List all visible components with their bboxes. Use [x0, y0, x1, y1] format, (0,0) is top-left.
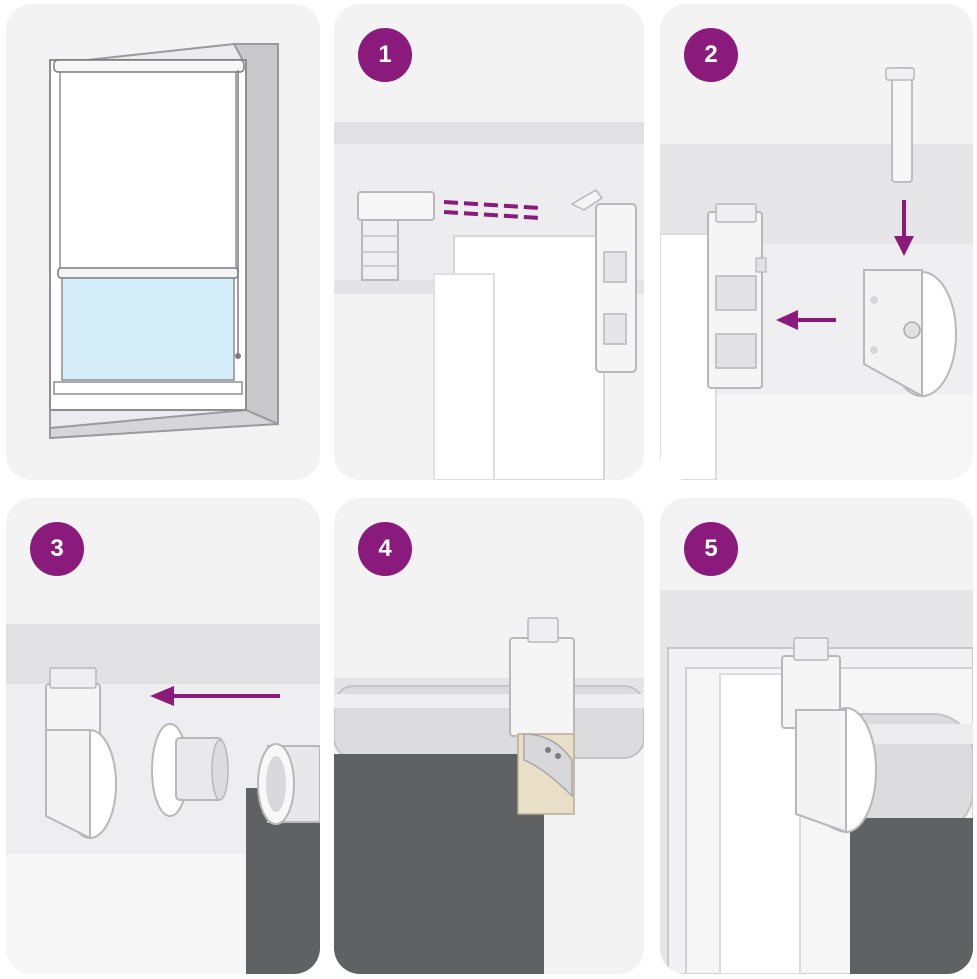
left-clip	[357, 191, 435, 281]
dashed-guide-line	[443, 200, 541, 210]
step-5-badge: 5	[684, 522, 738, 576]
step-5-panel: 5	[660, 498, 973, 974]
end-cap	[863, 269, 957, 398]
step-1-panel: 1	[334, 4, 644, 480]
blind-fabric-dark	[850, 818, 973, 974]
mounted-end-cap	[45, 667, 117, 840]
step-4-panel: 4	[334, 498, 644, 974]
step-4-badge: 4	[358, 522, 412, 576]
blind-fabric	[59, 69, 237, 271]
clip-bracket	[570, 189, 637, 373]
clip-bracket	[509, 617, 575, 737]
step-1-badge: 1	[358, 28, 412, 82]
down-arrow-icon	[894, 200, 914, 256]
bottom-bar	[57, 267, 239, 279]
roller-cassette	[53, 59, 245, 73]
overview-panel	[6, 4, 320, 480]
roller-tube	[257, 743, 320, 825]
left-arrow-icon	[776, 310, 836, 330]
adhesive-strip	[517, 733, 575, 815]
step-3-badge: 3	[30, 522, 84, 576]
step-2-panel: 2	[660, 4, 973, 480]
hook-piece	[885, 67, 915, 183]
glass-pane	[61, 271, 235, 381]
wall-bracket	[707, 203, 767, 389]
window-with-blind-illustration	[49, 43, 279, 440]
tube-plug	[151, 723, 229, 817]
mounted-end-cap	[781, 637, 877, 834]
blind-fabric-dark	[334, 754, 544, 974]
left-arrow-icon	[150, 686, 280, 706]
step-3-panel: 3	[6, 498, 320, 974]
step-2-badge: 2	[684, 28, 738, 82]
